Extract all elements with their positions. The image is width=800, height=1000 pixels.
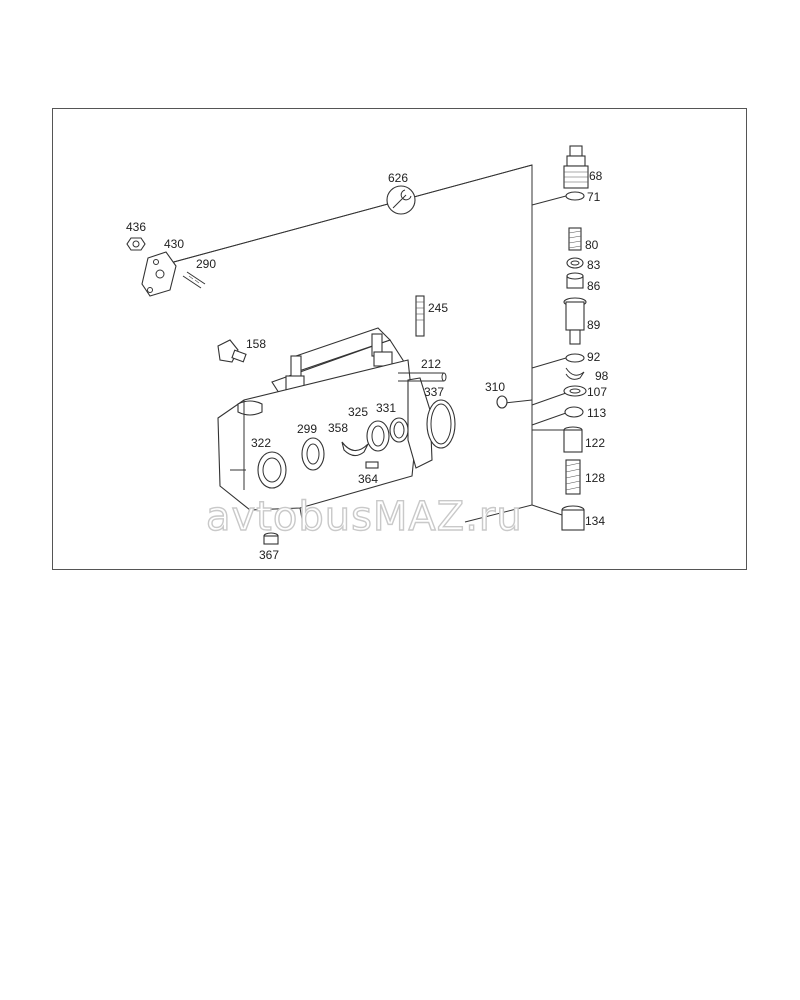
leader-626 — [169, 164, 533, 264]
part-83-ring — [566, 257, 584, 269]
right-column-leaders — [504, 195, 567, 516]
wrench-icon — [392, 189, 412, 209]
part-71-washer — [565, 191, 585, 201]
label-107: 107 — [587, 385, 607, 399]
part-107-washer — [563, 385, 587, 397]
label-626: 626 — [388, 171, 408, 185]
label-92: 92 — [587, 350, 601, 364]
label-367: 367 — [259, 548, 279, 562]
label-86: 86 — [587, 279, 601, 293]
part-358-bushing — [341, 441, 369, 457]
part-337-oring — [426, 399, 456, 449]
label-80: 80 — [585, 238, 599, 252]
label-337: 337 — [424, 385, 444, 399]
part-68-valve-holder — [563, 145, 589, 189]
part-626-tool — [386, 185, 416, 215]
label-299: 299 — [297, 422, 317, 436]
label-310: 310 — [485, 380, 505, 394]
part-364-key — [365, 461, 379, 469]
part-134-tappet — [561, 505, 585, 531]
part-86-valve — [566, 272, 584, 289]
label-245: 245 — [428, 301, 448, 315]
label-71: 71 — [587, 190, 601, 204]
part-92-washer — [565, 353, 585, 363]
part-430-flange — [141, 251, 177, 297]
label-128: 128 — [585, 471, 605, 485]
label-358: 358 — [328, 421, 348, 435]
part-331-seal — [389, 417, 409, 443]
label-158: 158 — [246, 337, 266, 351]
label-134: 134 — [585, 514, 605, 528]
part-299-bearing — [301, 437, 325, 471]
label-122: 122 — [585, 436, 605, 450]
part-290-stud — [182, 271, 206, 289]
part-322-seal — [257, 451, 287, 489]
label-212: 212 — [421, 357, 441, 371]
part-122-sleeve — [563, 426, 583, 453]
part-436-nut — [126, 237, 146, 251]
part-98-clip — [565, 367, 585, 380]
label-98: 98 — [595, 369, 609, 383]
label-290: 290 — [196, 257, 216, 271]
part-367-plug — [263, 532, 279, 545]
label-322: 322 — [251, 436, 271, 450]
part-80-spring — [568, 227, 582, 251]
label-331: 331 — [376, 401, 396, 415]
label-83: 83 — [587, 258, 601, 272]
part-212-rod — [398, 372, 447, 382]
label-68: 68 — [589, 169, 603, 183]
watermark: avtobusMAZ.ru — [206, 494, 523, 540]
label-436: 436 — [126, 220, 146, 234]
part-89-plunger-barrel — [563, 297, 587, 345]
part-128-spring — [565, 459, 581, 495]
label-325: 325 — [348, 405, 368, 419]
part-113-ring — [564, 406, 584, 418]
part-158-fitting — [217, 339, 247, 363]
label-430: 430 — [164, 237, 184, 251]
label-89: 89 — [587, 318, 601, 332]
part-325-bearing — [366, 420, 390, 452]
part-310-nut — [496, 395, 508, 409]
label-364: 364 — [358, 472, 378, 486]
diagram-frame — [52, 108, 747, 570]
part-245-stud — [415, 295, 425, 337]
label-113: 113 — [587, 406, 606, 420]
part-labels: 68 71 80 83 86 89 92 98 107 113 122 128 … — [126, 169, 609, 562]
